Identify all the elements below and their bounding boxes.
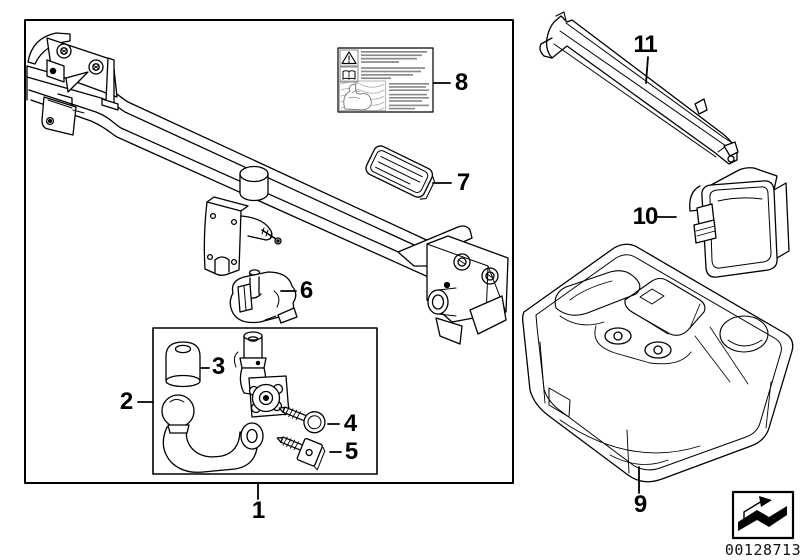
doc-number: 00128713 [724, 541, 800, 559]
callout-9[interactable]: 9 [633, 491, 647, 518]
ball-cap-drawing [165, 341, 201, 388]
warning-sticker-drawing [337, 47, 434, 113]
callout-11[interactable]: 11 [633, 31, 657, 58]
diagram-frame [24, 19, 514, 484]
callout-10[interactable]: 10 [632, 203, 659, 230]
callout-5[interactable]: 5 [344, 438, 358, 465]
trim-strip-drawing [539, 11, 739, 165]
cover-plate-drawing [365, 145, 435, 200]
key-round-drawing [278, 406, 326, 434]
callout-2[interactable]: 2 [119, 388, 133, 415]
storage-tray-drawing [522, 243, 794, 483]
key-flat-drawing [276, 436, 326, 471]
tow-crossbar-drawing [26, 32, 509, 345]
callout-6[interactable]: 6 [299, 277, 313, 304]
callout-1[interactable]: 1 [251, 497, 265, 524]
callout-8[interactable]: 8 [454, 69, 468, 96]
doc-stamp-drawing [731, 490, 795, 540]
tow-ball-arm-drawing [161, 331, 290, 473]
zigzag-arrow-icon [738, 496, 787, 531]
callout-7[interactable]: 7 [456, 169, 470, 196]
warning-triangle-icon [341, 51, 357, 65]
callout-3[interactable]: 3 [211, 353, 225, 380]
owners-manual-book-icon [342, 70, 356, 80]
callout-4[interactable]: 4 [343, 410, 357, 437]
holder-insert-drawing [229, 269, 298, 324]
holder-box-drawing [689, 167, 790, 278]
hitch-kit-box-drawing [152, 327, 378, 475]
callout-leader-lines [137, 56, 677, 500]
protective-gloves-image [339, 80, 386, 112]
